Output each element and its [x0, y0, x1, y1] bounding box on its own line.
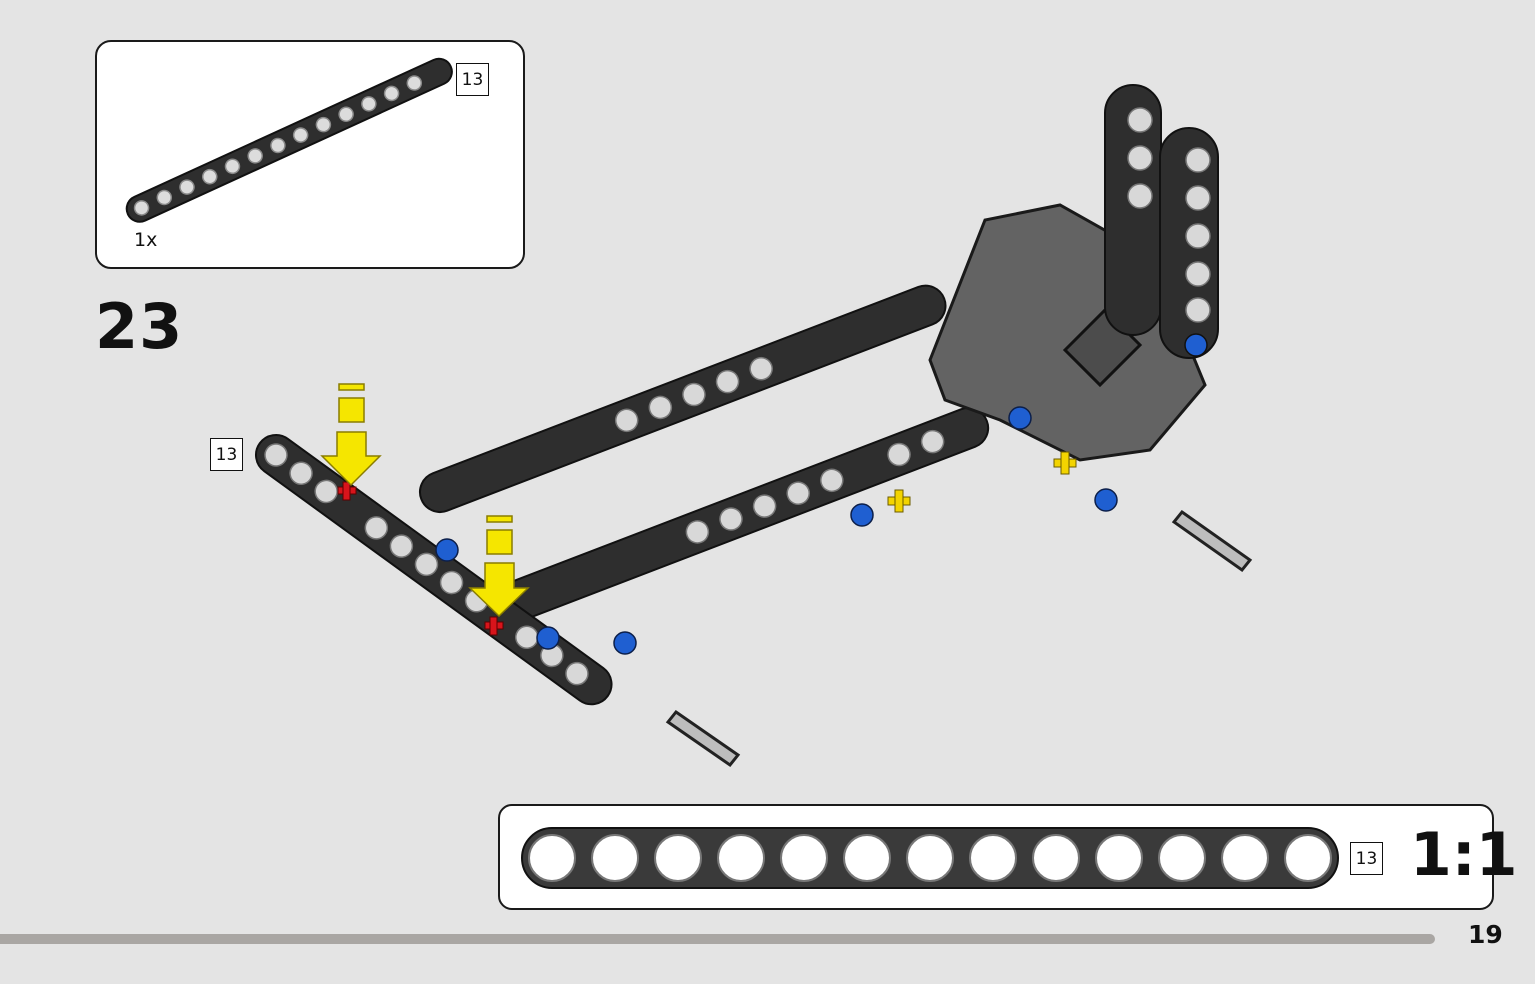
yellow-axle-marker: [887, 451, 1077, 513]
beam-13-part-icon: [125, 57, 453, 223]
scale-ratio-label: 1:1: [1410, 820, 1518, 890]
scale-ruler-box: 13 1:1: [498, 804, 1518, 910]
page-progress-bar: [0, 934, 1435, 944]
insert-arrow-2: [468, 515, 530, 618]
axle-shaft: [665, 509, 1253, 768]
step-number: 23: [95, 290, 184, 363]
model-length-tag: 13: [210, 438, 243, 471]
upright-beam-right: [1159, 127, 1219, 359]
part-quantity: 1x: [134, 229, 158, 251]
scale-length-tag: 13: [1350, 842, 1383, 875]
long-beam-upper: [419, 284, 947, 513]
part-length-tag: 13: [456, 63, 489, 96]
insert-arrow-1: [320, 383, 382, 487]
scale-beam-13: [521, 827, 1339, 889]
page-number: 19: [1468, 920, 1503, 949]
long-beam-lower: [499, 406, 990, 621]
parts-list-box: 13 1x: [95, 40, 525, 269]
red-axle-marker: [337, 481, 504, 636]
upright-beam-left: [1104, 84, 1162, 336]
blue-pin-marker: [435, 406, 1118, 655]
